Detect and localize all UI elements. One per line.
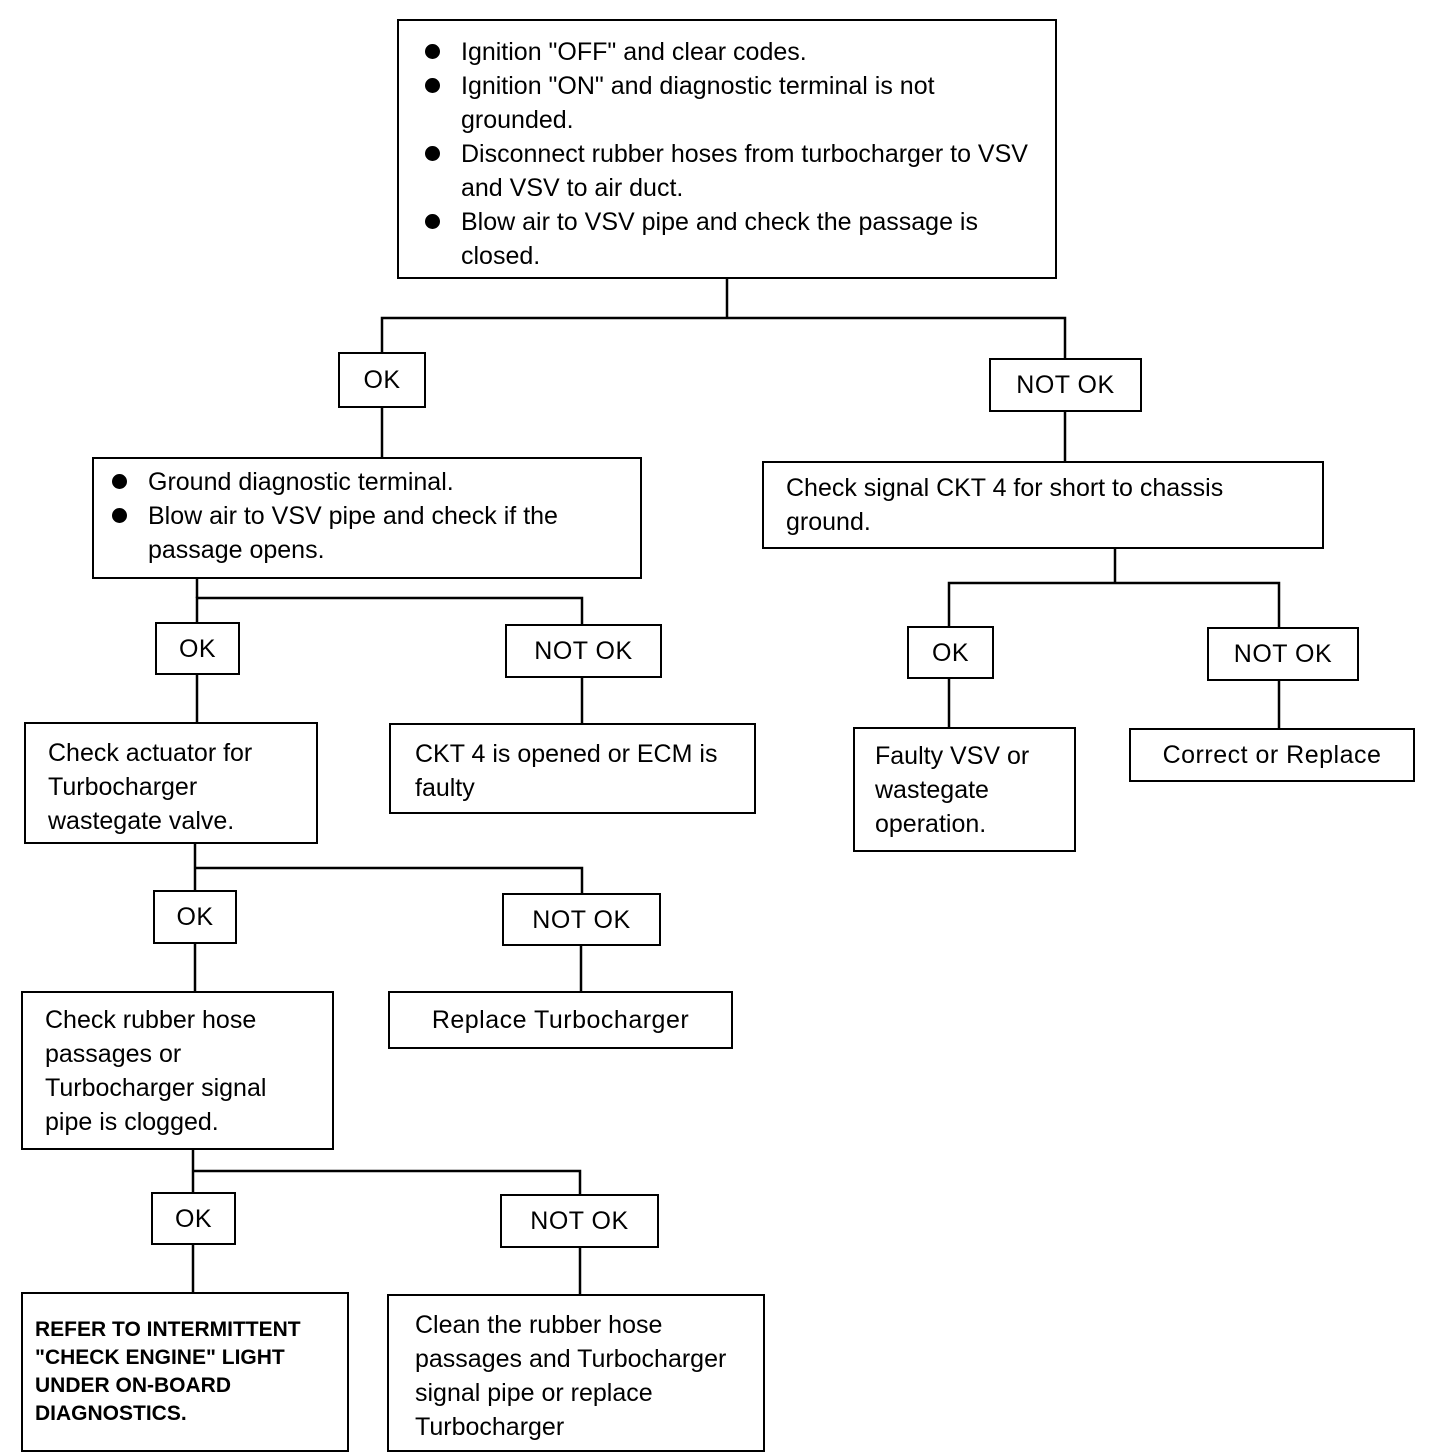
clean-hose-box: Clean the rubber hose passages and Turbo… [387,1294,765,1452]
connector-hose-branches [193,1169,582,1194]
ok-label-branch5: OK [151,1192,236,1245]
start-step: Ignition "ON" and diagnostic terminal is… [421,69,1037,137]
ground-test-steps: Ground diagnostic terminal. Blow air to … [108,465,630,567]
not-ok-label-branch1: NOT OK [989,358,1142,412]
start-procedure-box: Ignition "OFF" and clear codes. Ignition… [397,19,1057,279]
ok-label-branch1: OK [338,352,426,408]
faulty-vsv-box: Faulty VSV or wastegate operation. [853,727,1076,852]
not-ok-label-branch5: NOT OK [500,1194,659,1248]
short-check-box: Check signal CKT 4 for short to chassis … [762,461,1324,549]
correct-replace-box: Correct or Replace [1129,728,1415,782]
connector-short-branches [947,581,1281,627]
ok-label-branch2: OK [155,622,240,675]
start-step: Ignition "OFF" and clear codes. [421,35,1037,69]
connector-actuator-branches [195,866,584,893]
ok-label-branch4: OK [153,890,237,944]
start-step: Blow air to VSV pipe and check the passa… [421,205,1037,273]
ok-label-branch3: OK [907,626,994,679]
refer-intermittent-box: REFER TO INTERMITTENT "CHECK ENGINE" LIG… [21,1292,349,1452]
hose-check-box: Check rubber hose passages or Turbocharg… [21,991,334,1150]
connector-start-to-ok [380,316,1067,358]
connector-ground-test-split [195,596,584,624]
ckt-open-box: CKT 4 is opened or ECM is faulty [389,723,756,814]
actuator-check-box: Check actuator for Turbocharger wastegat… [24,722,318,844]
ground-test-step: Ground diagnostic terminal. [108,465,630,499]
ground-test-box: Ground diagnostic terminal. Blow air to … [92,457,642,579]
not-ok-label-branch4: NOT OK [502,893,661,946]
replace-turbocharger-box: Replace Turbocharger [388,991,733,1049]
start-step: Disconnect rubber hoses from turbocharge… [421,137,1037,205]
start-steps-list: Ignition "OFF" and clear codes. Ignition… [421,35,1037,273]
ground-test-step: Blow air to VSV pipe and check if the pa… [108,499,630,567]
not-ok-label-branch2: NOT OK [505,624,662,678]
not-ok-label-branch3: NOT OK [1207,627,1359,681]
